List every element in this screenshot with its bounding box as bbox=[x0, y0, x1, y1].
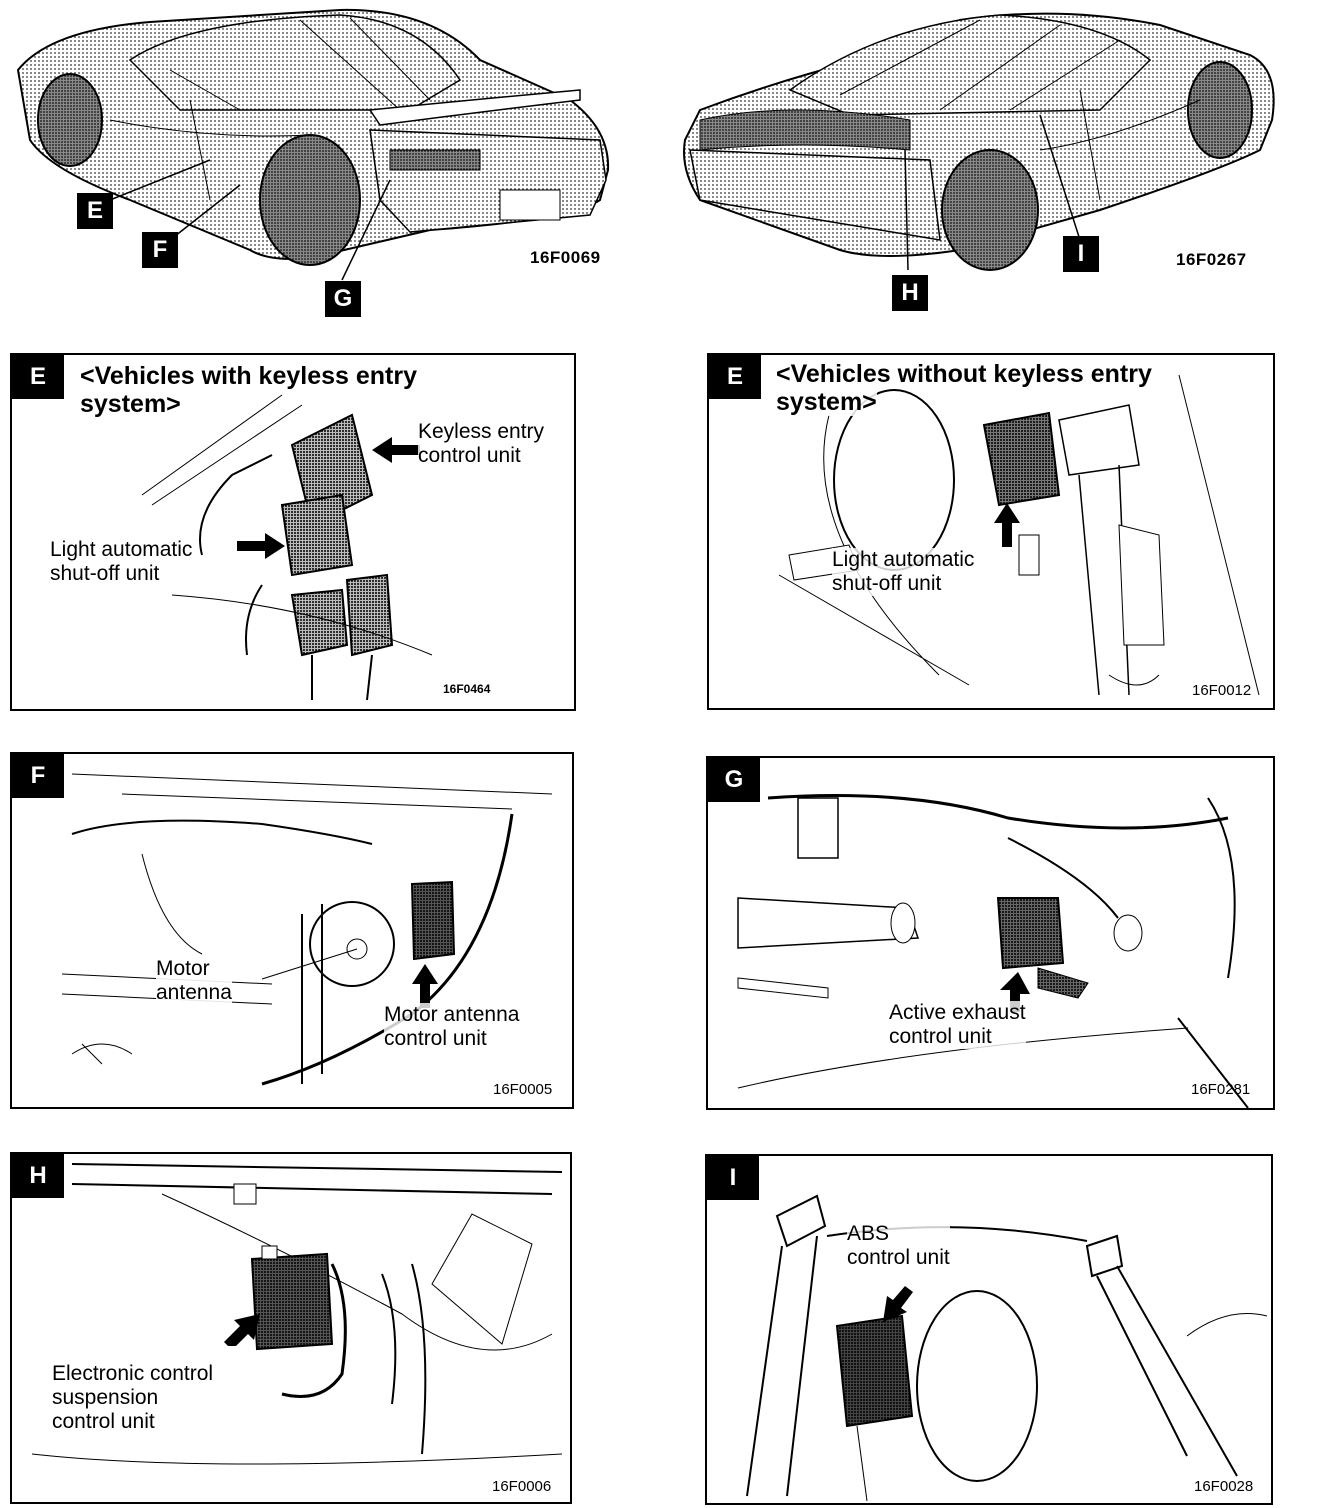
panel-e-keyless-illustration bbox=[141, 394, 433, 701]
figure-code-overview-right: 16F0267 bbox=[1176, 250, 1247, 269]
figure-code-i: 16F0028 bbox=[1194, 1478, 1254, 1495]
panel-title-e-no-keyless-line1: <Vehicles without keyless entry bbox=[776, 360, 1152, 388]
label-active-exhaust-control-unit: Active exhaust control unit bbox=[889, 1001, 1026, 1049]
panel-tag-e-keyless: E bbox=[12, 355, 64, 399]
label-abs-control-unit: ABS control unit bbox=[847, 1222, 950, 1270]
arrow-motor-antenna-unit bbox=[412, 964, 438, 1013]
car-rear-left-illustration bbox=[16, 8, 610, 281]
panel-g-illustration bbox=[737, 794, 1249, 1108]
panel-title-e-keyless-line1: <Vehicles with keyless entry bbox=[80, 362, 417, 390]
callout-e: E bbox=[77, 193, 113, 229]
panel-title-e-no-keyless-line2: system> bbox=[776, 388, 877, 416]
label-light-automatic-shutoff-unit: Light automatic shut-off unit bbox=[50, 538, 193, 586]
panel-tag-h: H bbox=[12, 1154, 64, 1198]
car-rear-right-view bbox=[680, 0, 1280, 320]
panel-tag-e-no-keyless: E bbox=[709, 355, 761, 399]
figure-code-h: 16F0006 bbox=[492, 1478, 552, 1495]
figure-code-e-no-keyless: 16F0012 bbox=[1192, 682, 1252, 699]
figure-code-g: 16F0281 bbox=[1191, 1081, 1251, 1098]
panel-h-electronic-suspension bbox=[10, 1152, 572, 1504]
label-light-automatic-shutoff-unit-no-keyless: Light automatic shut-off unit bbox=[832, 548, 975, 596]
arrow-abs-unit bbox=[883, 1286, 913, 1327]
figure-code-overview-left: 16F0069 bbox=[530, 248, 601, 267]
panel-e-no-keyless-illustration bbox=[778, 374, 1260, 696]
panel-f-illustration bbox=[61, 773, 553, 1086]
panel-g-active-exhaust bbox=[706, 756, 1275, 1110]
panel-tag-f: F bbox=[12, 754, 64, 798]
panel-i-abs bbox=[705, 1154, 1273, 1505]
panel-h-illustration bbox=[31, 1163, 563, 1465]
car-rear-right-illustration bbox=[683, 12, 1275, 271]
callout-i: I bbox=[1063, 236, 1099, 272]
label-keyless-entry-control-unit: Keyless entry control unit bbox=[418, 420, 545, 468]
label-motor-antenna: Motor antenna bbox=[156, 957, 232, 1005]
car-rear-left-view bbox=[10, 0, 610, 320]
callout-h: H bbox=[892, 275, 928, 311]
arrow-light-unit-no-keyless bbox=[994, 503, 1020, 552]
arrow-keyless-unit bbox=[372, 437, 420, 468]
callout-f: F bbox=[142, 232, 178, 268]
label-electronic-control-suspension-unit: Electronic control suspension control un… bbox=[52, 1362, 214, 1434]
panel-title-e-keyless-line2: system> bbox=[80, 390, 181, 418]
figure-code-e-keyless: 16F0464 bbox=[443, 682, 491, 696]
arrow-light-unit bbox=[237, 533, 285, 564]
label-motor-antenna-control-unit: Motor antenna control unit bbox=[384, 1003, 520, 1051]
panel-f-motor-antenna bbox=[10, 752, 574, 1109]
panel-tag-i: I bbox=[707, 1156, 759, 1200]
arrow-ecs-unit bbox=[224, 1314, 264, 1351]
arrow-active-exhaust-unit bbox=[1000, 972, 1030, 1017]
callout-g: G bbox=[325, 281, 361, 317]
figure-code-f: 16F0005 bbox=[493, 1081, 553, 1098]
panel-tag-g: G bbox=[708, 758, 760, 802]
panel-i-illustration bbox=[746, 1194, 1268, 1502]
